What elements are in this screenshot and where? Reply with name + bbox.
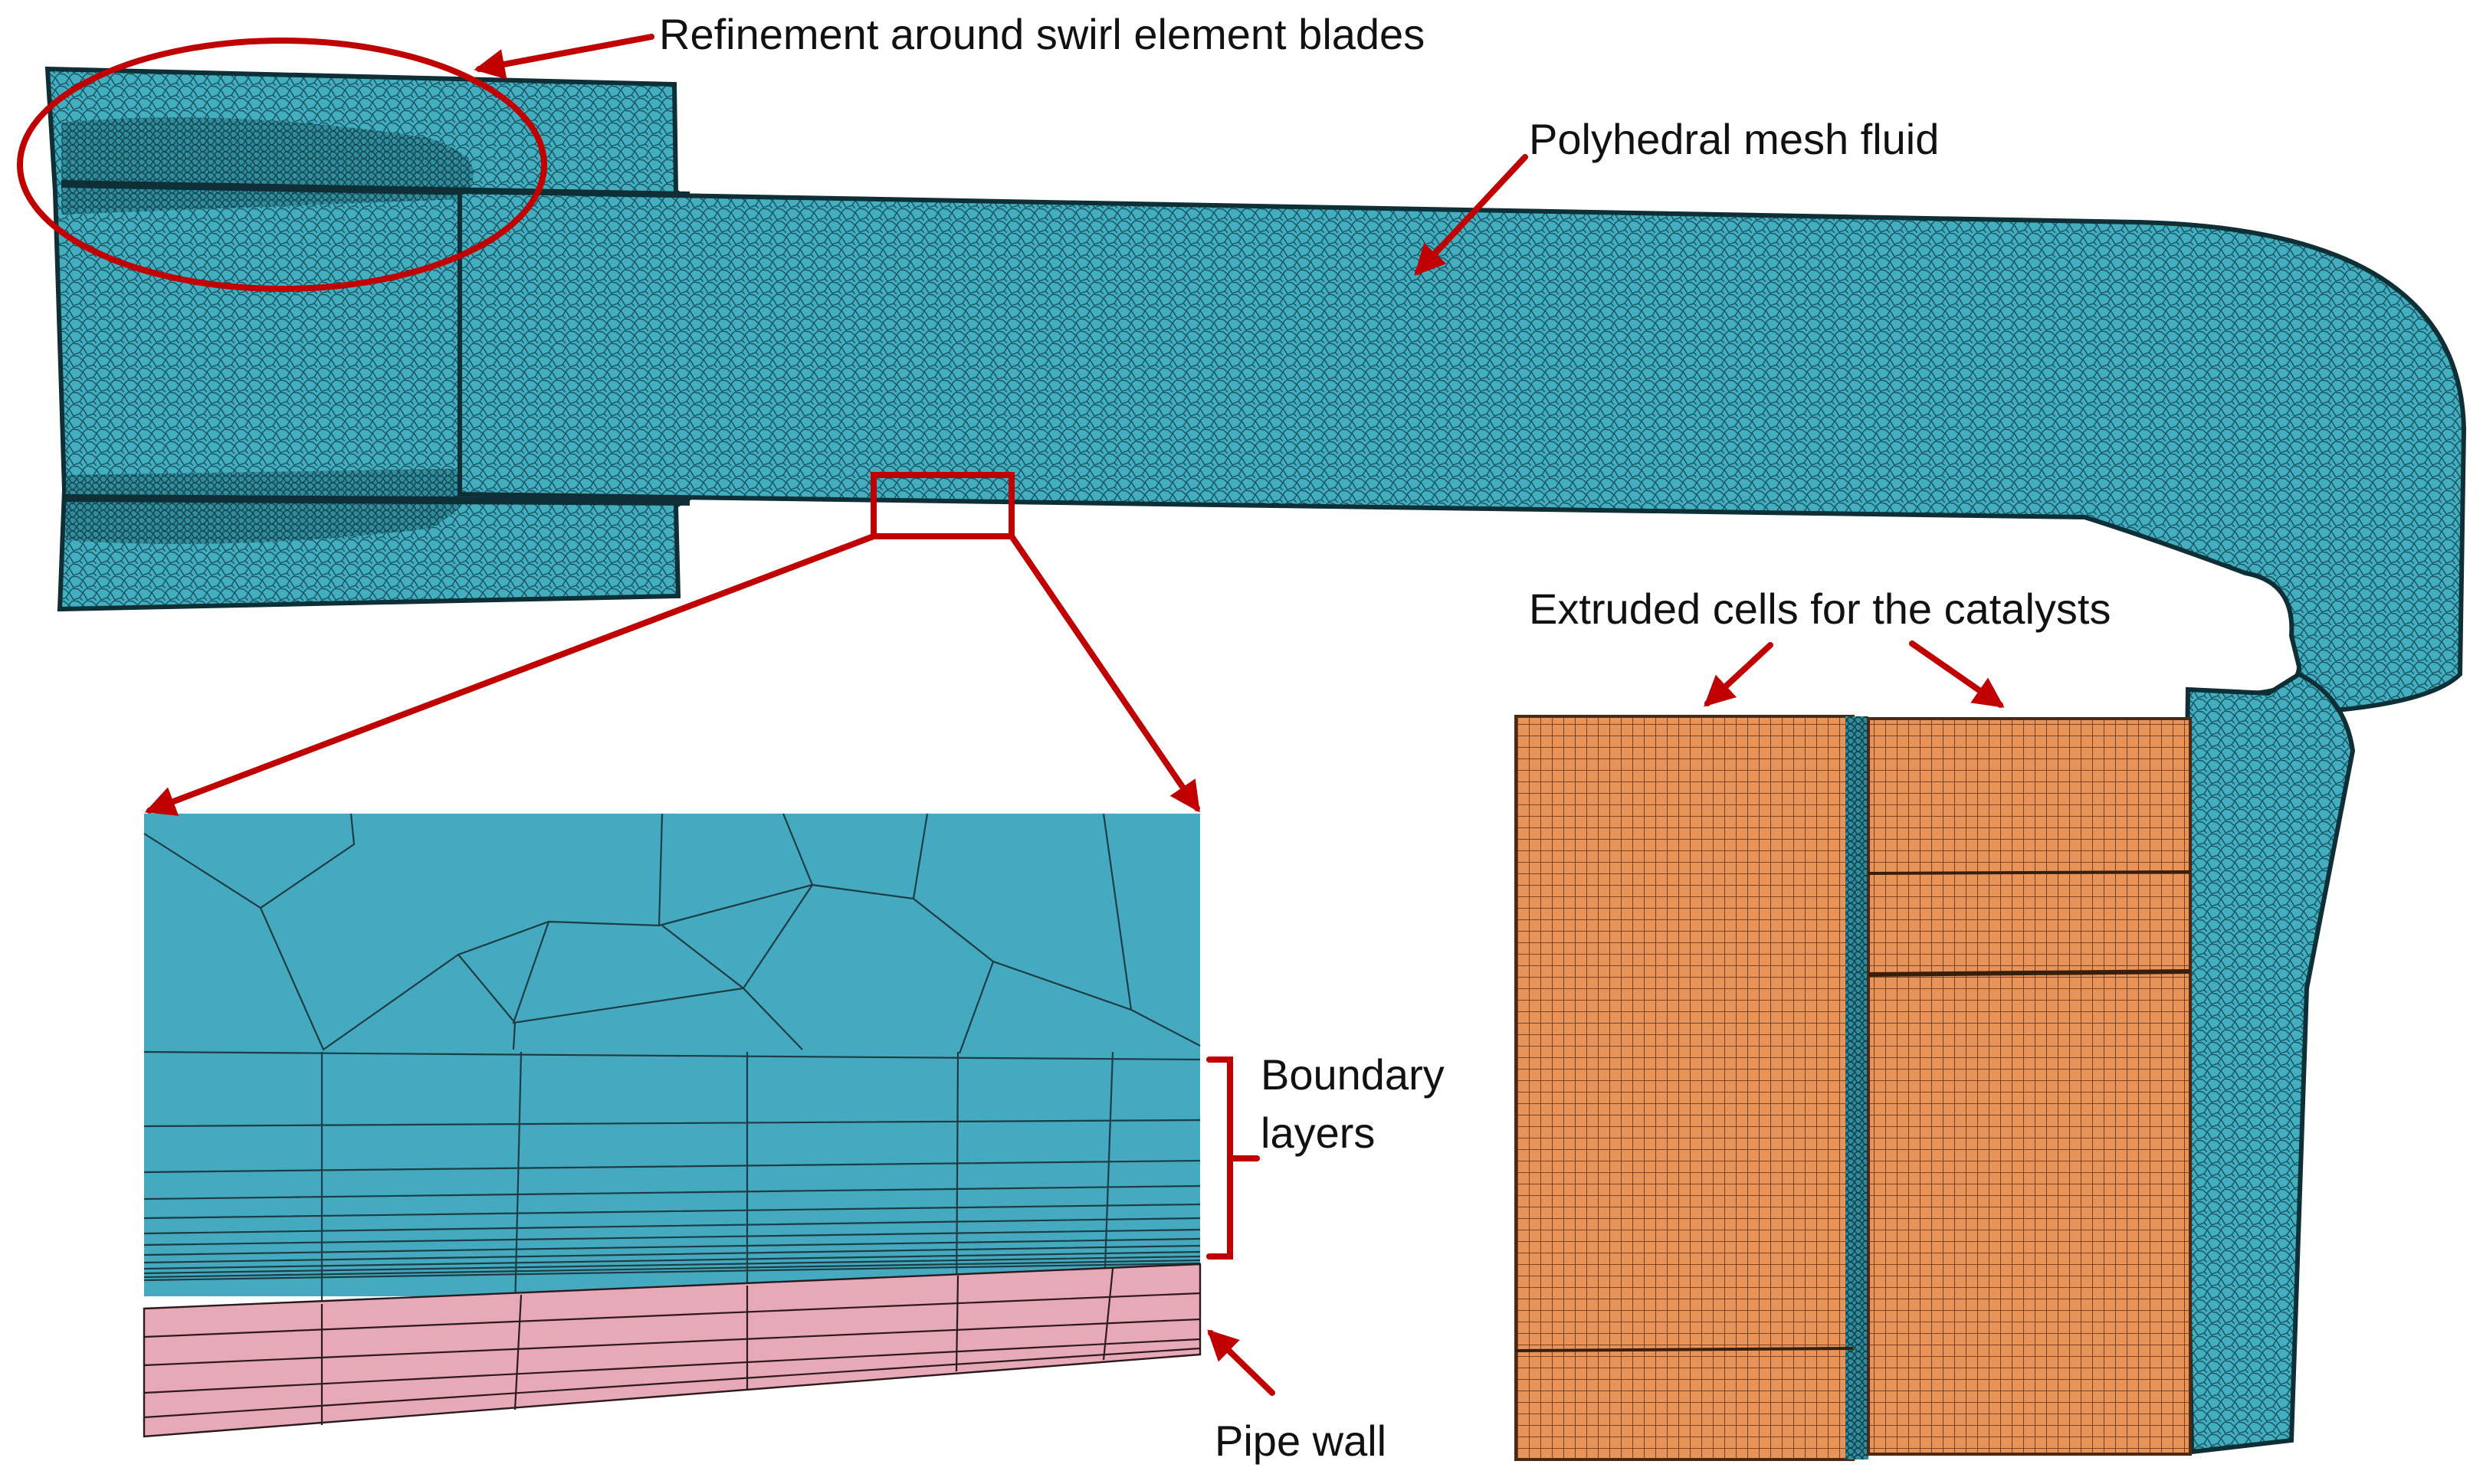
blade-refinement-lower: [66, 469, 471, 544]
refinement-label: Refinement around swirl element blades: [659, 10, 1425, 58]
refinement-arrow: [474, 34, 654, 80]
refinement-ellipse: [17, 38, 547, 292]
boundary-layers-label-line2: layers: [1261, 1109, 1376, 1157]
inset-boundary-layer-lines: [143, 1050, 1201, 1311]
annotations: [17, 34, 2005, 1396]
boundary-layers-label: Boundary layers: [1261, 1046, 1445, 1162]
boundary-layer-bracket: [1206, 1056, 1260, 1260]
inset-polyhedral-cells: [143, 813, 1201, 1054]
inset-pipe-wall-lines: [143, 1268, 1201, 1425]
catalyst-left-brick: [1514, 715, 1855, 1461]
extruded-arrow-right: [1909, 640, 2005, 708]
zoom-line-right: [1009, 533, 1200, 813]
catalyst-right-brick: [1867, 717, 2192, 1456]
zoom-inset: [143, 813, 1202, 1438]
zoom-line-left: [144, 533, 877, 816]
catalyst-seam-2: [1868, 870, 2191, 875]
blade-line-lower: [64, 494, 690, 506]
outlet-leg-mesh: [2181, 671, 2356, 1455]
polyhedral-arrow: [1414, 154, 1528, 276]
extruded-arrow-left: [1704, 642, 1773, 707]
pipe-wall-arrow: [1207, 1329, 1275, 1396]
catalyst-block: [1514, 715, 2192, 1461]
zoom-source-box: [871, 472, 1015, 539]
catalyst-seam-1: [1868, 969, 2191, 977]
inset-pipe-wall: [143, 1263, 1202, 1438]
polyhedral-mesh-label: Polyhedral mesh fluid: [1529, 115, 1940, 163]
boundary-layers-label-line1: Boundary: [1261, 1050, 1445, 1099]
pipe-wall-label: Pipe wall: [1215, 1417, 1387, 1465]
pipe-fluid-mesh: [458, 188, 2467, 716]
catalyst-seam-3: [1515, 1347, 1854, 1352]
extruded-cells-label: Extruded cells for the catalysts: [1529, 585, 2111, 633]
catalyst-gap-fluid: [1845, 716, 1868, 1459]
